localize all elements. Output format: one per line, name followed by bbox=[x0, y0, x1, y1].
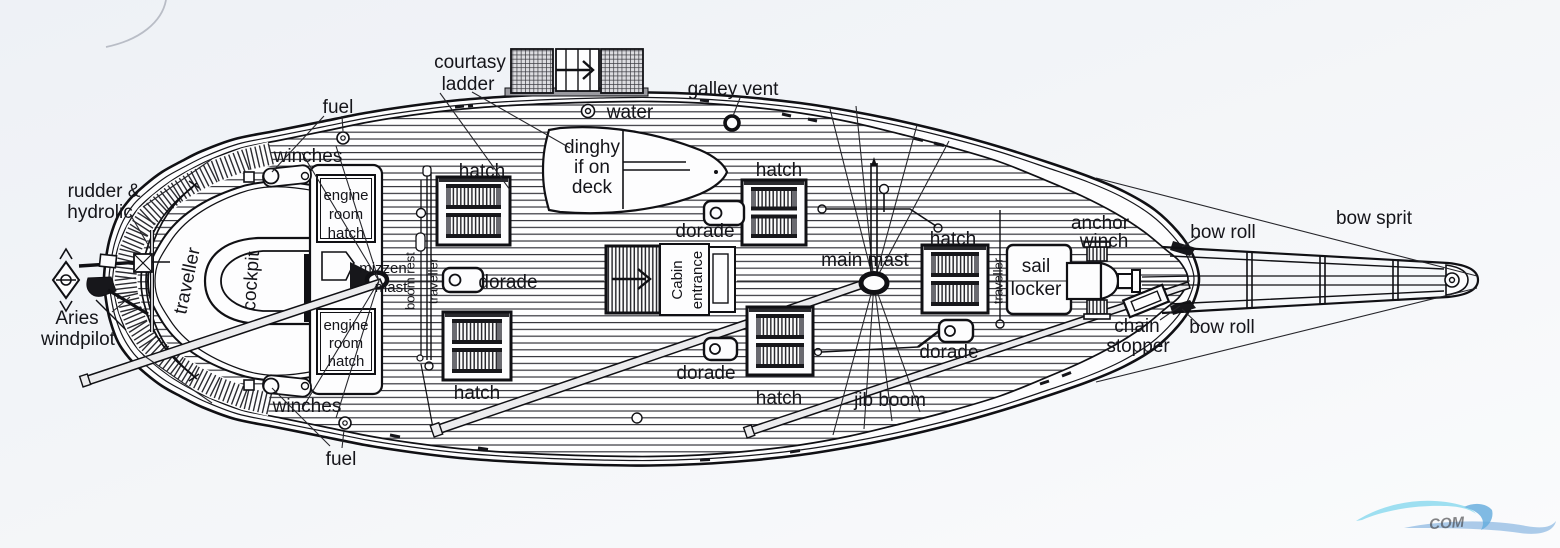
svg-text:winches: winches bbox=[273, 146, 343, 167]
svg-text:hatch: hatch bbox=[328, 353, 365, 370]
svg-text:winch: winch bbox=[1079, 231, 1129, 252]
svg-text:ladder: ladder bbox=[442, 74, 495, 95]
svg-text:dorade: dorade bbox=[675, 221, 734, 242]
svg-text:mizzen: mizzen bbox=[359, 260, 407, 277]
svg-text:deck: deck bbox=[572, 177, 613, 198]
svg-text:jib boom: jib boom bbox=[853, 390, 926, 411]
svg-text:hatch: hatch bbox=[454, 383, 500, 404]
svg-text:Aries: Aries bbox=[55, 308, 98, 329]
svg-text:anchor: anchor bbox=[1071, 213, 1130, 234]
svg-text:hatch: hatch bbox=[328, 225, 365, 242]
svg-text:bow roll: bow roll bbox=[1190, 222, 1255, 243]
svg-text:mast: mast bbox=[375, 279, 408, 296]
svg-text:hatch: hatch bbox=[930, 229, 976, 250]
svg-text:bow roll: bow roll bbox=[1189, 317, 1254, 338]
svg-text:winches: winches bbox=[272, 396, 342, 417]
svg-text:hatch: hatch bbox=[756, 160, 802, 181]
svg-text:rudder &: rudder & bbox=[68, 181, 141, 202]
svg-text:hatch: hatch bbox=[756, 388, 802, 409]
svg-text:boom rest: boom rest bbox=[402, 252, 417, 310]
svg-text:sail: sail bbox=[1022, 256, 1051, 277]
svg-text:fuel: fuel bbox=[323, 97, 354, 118]
svg-text:hydrolic: hydrolic bbox=[67, 202, 132, 223]
svg-text:traveller: traveller bbox=[425, 257, 440, 304]
svg-text:room: room bbox=[329, 335, 363, 352]
svg-text:fuel: fuel bbox=[326, 449, 357, 470]
svg-text:windpilot: windpilot bbox=[40, 329, 116, 350]
svg-text:locker: locker bbox=[1011, 279, 1062, 300]
svg-text:room: room bbox=[329, 206, 363, 223]
svg-text:if on: if on bbox=[574, 157, 610, 178]
svg-text:main mast: main mast bbox=[821, 250, 909, 271]
svg-text:galley vent: galley vent bbox=[688, 79, 780, 100]
svg-text:stopper: stopper bbox=[1106, 336, 1170, 357]
svg-text:water: water bbox=[606, 102, 654, 123]
svg-text:dinghy: dinghy bbox=[564, 137, 620, 158]
svg-text:dorade: dorade bbox=[676, 363, 735, 384]
svg-text:engine: engine bbox=[323, 187, 368, 204]
svg-text:COM: COM bbox=[1429, 514, 1466, 533]
svg-text:chain: chain bbox=[1114, 316, 1159, 337]
svg-text:bow sprit: bow sprit bbox=[1336, 208, 1413, 229]
svg-text:engine: engine bbox=[323, 317, 368, 334]
svg-text:cockpit: cockpit bbox=[239, 250, 264, 311]
svg-text:hatch: hatch bbox=[459, 161, 505, 182]
svg-text:courtasy: courtasy bbox=[434, 52, 506, 73]
svg-text:traveller: traveller bbox=[990, 257, 1005, 304]
svg-text:entrance: entrance bbox=[689, 251, 706, 309]
svg-text:Cabin: Cabin bbox=[669, 260, 686, 299]
svg-text:dorade: dorade bbox=[919, 342, 978, 363]
svg-text:dorade: dorade bbox=[478, 272, 537, 293]
